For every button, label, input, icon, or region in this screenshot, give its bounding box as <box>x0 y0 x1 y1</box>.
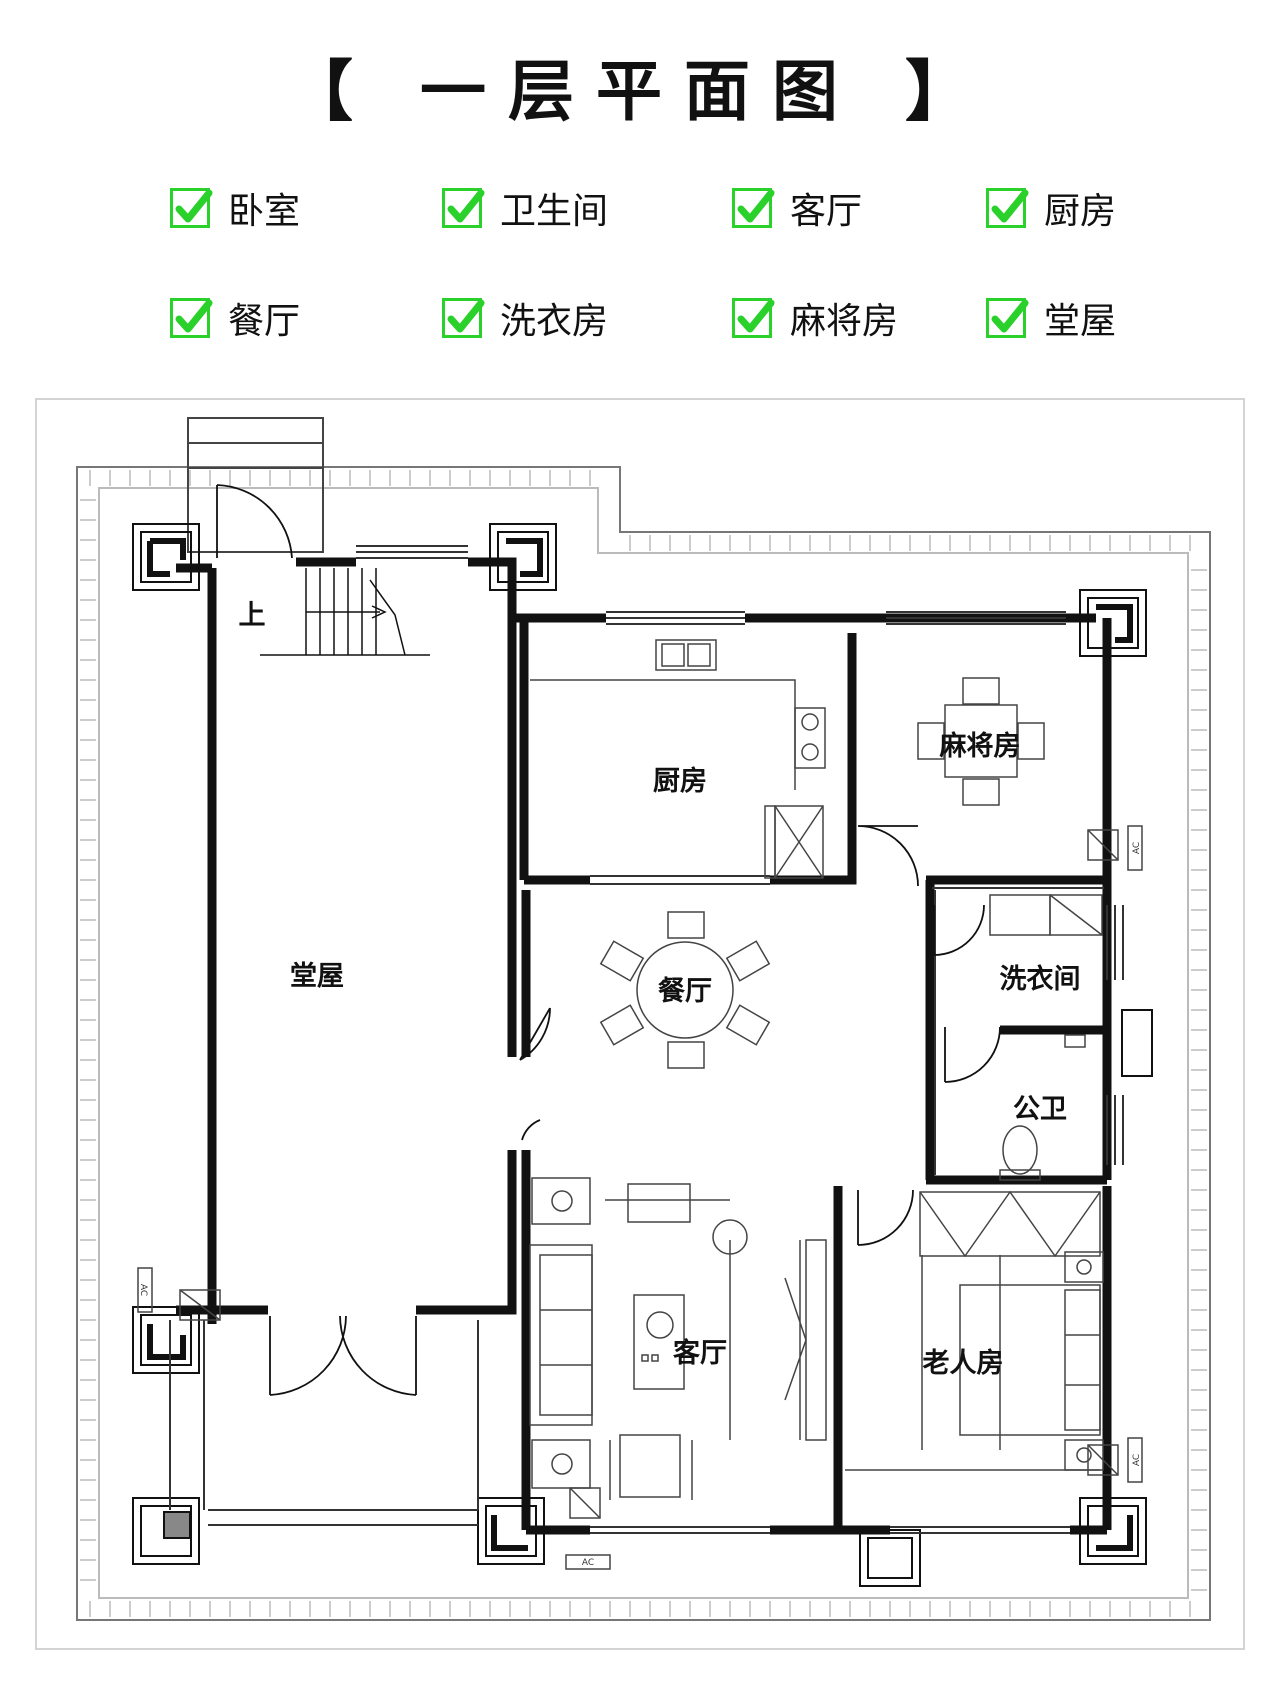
legend-label: 麻将房 <box>790 301 899 342</box>
ac-units <box>137 825 1143 1570</box>
ac-label: AC <box>582 1558 594 1568</box>
corner-pillars <box>132 523 1153 1587</box>
page-title: 【 一层平面图 】 <box>287 53 993 130</box>
dining-table <box>599 911 771 1069</box>
kitchen-fixtures <box>530 639 826 879</box>
ac-label: AC <box>138 1284 148 1296</box>
check-icon <box>442 298 485 338</box>
legend-item-dining: 餐厅 <box>170 295 301 342</box>
mahjong-table <box>917 677 1045 806</box>
check-icon <box>986 188 1029 228</box>
room-label-kitchen: 厨房 <box>653 766 707 797</box>
staircase <box>260 568 430 656</box>
check-icon <box>170 188 213 228</box>
legend-item-living-room: 客厅 <box>732 185 863 232</box>
floor-plan-frame <box>35 398 1245 1650</box>
legend-item-bathroom: 卫生间 <box>442 185 609 232</box>
legend-label: 卫生间 <box>500 191 609 232</box>
ac-labels: AC AC AC AC <box>138 842 1142 1568</box>
bathroom-fixtures <box>989 894 1103 1181</box>
room-label-dining: 餐厅 <box>658 976 712 1007</box>
check-icon <box>986 298 1029 338</box>
windows <box>169 545 1124 1534</box>
room-label-hall: 堂屋 <box>290 961 344 992</box>
legend-item-mahjong: 麻将房 <box>732 295 899 342</box>
terrace-outline <box>76 466 1211 1621</box>
legend-item-hall: 堂屋 <box>986 295 1117 342</box>
check-icon <box>442 188 485 228</box>
room-label-laundry: 洗衣间 <box>1000 963 1081 995</box>
legend-label: 卧室 <box>228 191 301 232</box>
legend-label: 厨房 <box>1044 191 1117 232</box>
legend-label: 客厅 <box>790 191 863 232</box>
check-icon <box>732 298 775 338</box>
legend-item-laundry: 洗衣房 <box>442 295 609 342</box>
legend-item-kitchen: 厨房 <box>986 185 1117 232</box>
living-room-furniture <box>529 1177 827 1500</box>
stairs-up-label: 上 <box>239 600 266 631</box>
room-label-elder-room: 老人房 <box>923 1348 1004 1379</box>
legend-label: 堂屋 <box>1044 301 1117 342</box>
elder-bedroom-furniture <box>845 1190 1104 1471</box>
terrace-hatching <box>80 470 1207 1617</box>
entry-steps <box>187 417 324 553</box>
check-icon <box>732 188 775 228</box>
walls <box>176 557 1112 1535</box>
doors <box>216 484 1001 1396</box>
legend-label: 洗衣房 <box>500 301 609 342</box>
room-label-living: 客厅 <box>673 1337 727 1369</box>
ac-label: AC <box>1132 842 1142 854</box>
legend-label: 餐厅 <box>228 301 301 342</box>
room-label-toilet: 公卫 <box>1013 1094 1067 1125</box>
legend-item-bedroom: 卧室 <box>170 185 301 232</box>
ac-label: AC <box>1132 1454 1142 1466</box>
check-icon <box>170 298 213 338</box>
room-label-mahjong: 麻将房 <box>940 731 1021 762</box>
